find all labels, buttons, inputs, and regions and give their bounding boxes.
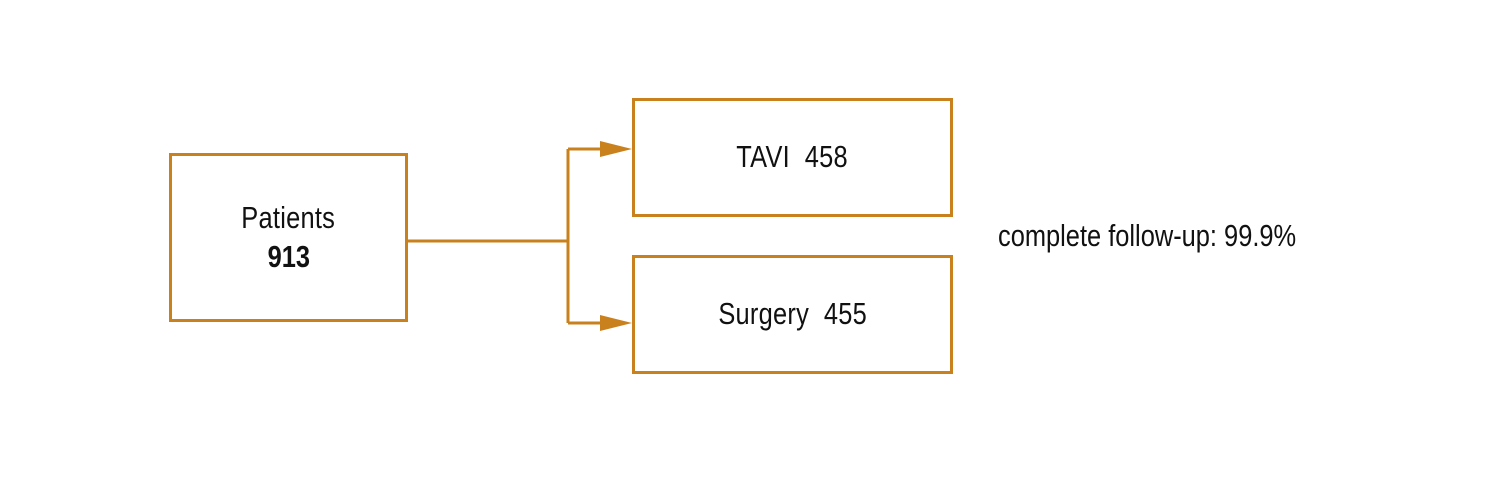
- surgery-label: Surgery: [718, 296, 809, 332]
- surgery-count: 455: [823, 296, 867, 332]
- tavi-text: TAVI 458: [737, 138, 849, 177]
- tavi-label: TAVI: [736, 139, 791, 175]
- patients-box: Patients 913: [169, 153, 408, 322]
- tavi-count: 458: [805, 139, 849, 175]
- arrowhead-surgery: [600, 315, 632, 331]
- follow-up-note: complete follow-up: 99.9%: [998, 218, 1297, 253]
- surgery-text: Surgery 455: [718, 295, 867, 334]
- surgery-box: Surgery 455: [632, 255, 953, 374]
- arrowhead-tavi: [600, 141, 632, 157]
- tavi-box: TAVI 458: [632, 98, 953, 217]
- patients-label: Patients: [241, 199, 336, 235]
- patients-count: 913: [267, 238, 310, 274]
